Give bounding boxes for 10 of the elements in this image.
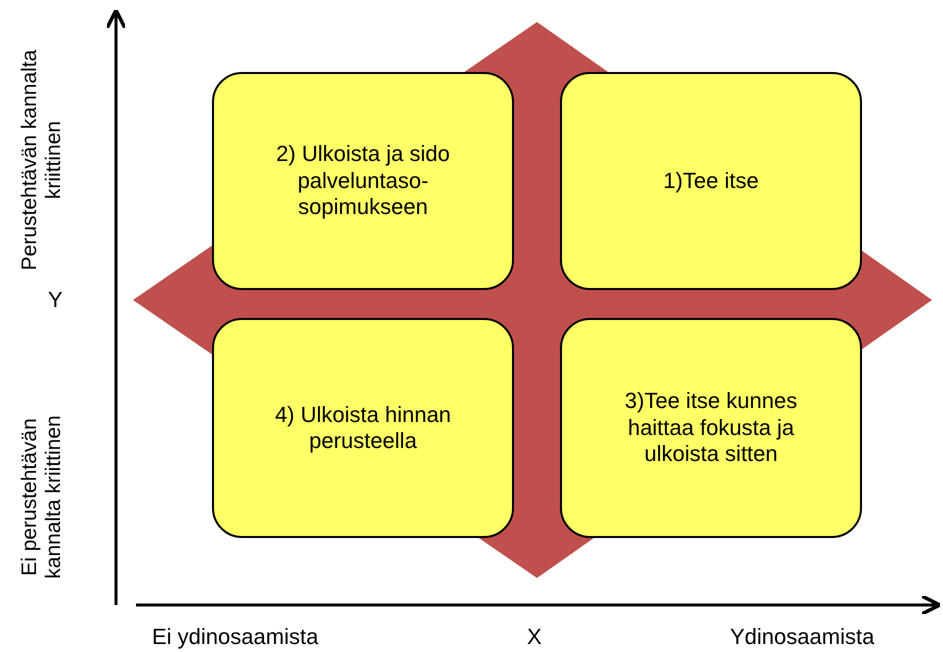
axis-label: Perustehtävän kannalta kriittinen: [18, 48, 66, 272]
quadrant-box: 2) Ulkoista ja sido palveluntaso-sopimukseen: [212, 72, 514, 290]
axis-label: Ei perustehtävän kannalta kriittinen: [18, 414, 66, 581]
quadrant-box: 3)Tee itse kunnes haittaa fokusta ja ulkoista sitten: [560, 318, 862, 538]
quadrant-box: 1)Tee itse: [560, 72, 862, 290]
axis-label: Ydinosaamista: [730, 624, 874, 650]
axis-label: Ei ydinosaamista: [152, 624, 318, 650]
axis-letter: Y: [48, 287, 63, 313]
quadrant-box: 4) Ulkoista hinnan perusteella: [212, 318, 514, 538]
axis-letter: X: [527, 624, 542, 650]
